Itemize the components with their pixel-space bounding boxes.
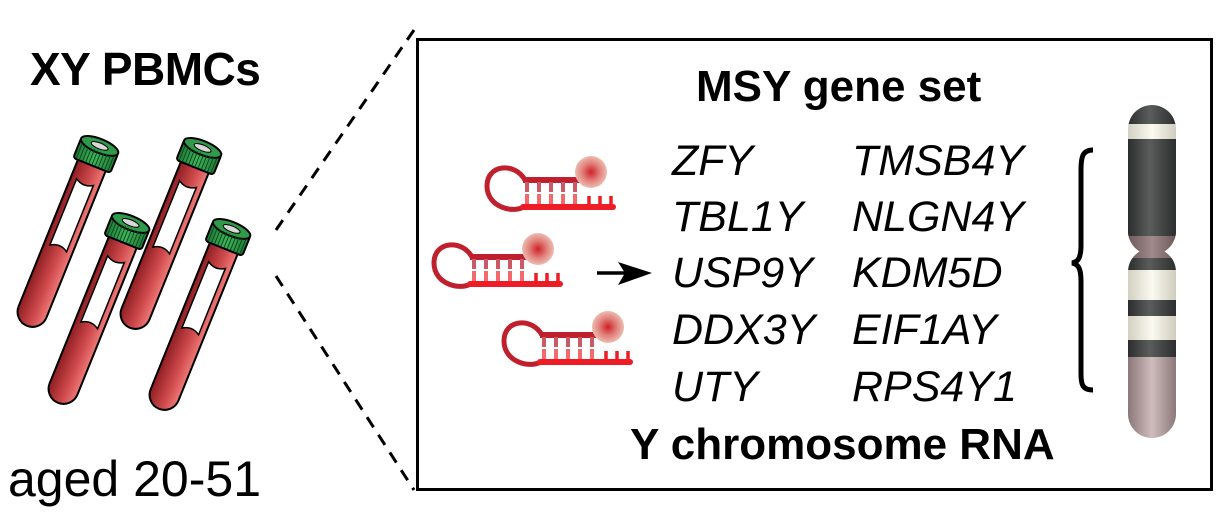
hairpin-probe-icon — [484, 156, 616, 212]
gene-name: EIF1AY — [852, 306, 997, 354]
arrow-right-icon — [597, 262, 652, 285]
gene-name: USP9Y — [672, 249, 814, 297]
gene-name: UTY — [672, 363, 758, 411]
blood-tube-icon — [119, 137, 223, 330]
y-chromosome-icon — [1128, 105, 1176, 438]
age-range-label: aged 20-51 — [8, 451, 262, 507]
gene-name: TMSB4Y — [852, 137, 1025, 185]
sample-title: XY PBMCs — [30, 43, 261, 95]
gene-name: DDX3Y — [672, 306, 816, 354]
gene-set-panel — [416, 38, 1213, 491]
blood-tube-icon — [47, 212, 151, 405]
gene-name: ZFY — [672, 137, 754, 185]
hairpin-probe-icon — [501, 311, 633, 367]
gene-set-footer: Y chromosome RNA — [630, 420, 1055, 469]
hairpin-probe-icon — [431, 233, 563, 289]
gene-name: KDM5D — [852, 249, 1003, 297]
gene-name: RPS4Y1 — [852, 363, 1017, 411]
hairpin-probes — [431, 156, 633, 367]
blood-tubes — [16, 135, 252, 411]
blood-tube-icon — [16, 135, 120, 328]
gene-name: TBL1Y — [672, 193, 804, 241]
gene-set-title: MSY gene set — [696, 62, 982, 111]
gene-name: NLGN4Y — [852, 193, 1025, 241]
zoom-line-top — [274, 29, 416, 231]
zoom-line-bottom — [274, 275, 416, 491]
blood-tube-icon — [148, 218, 252, 411]
curly-brace-icon — [1071, 147, 1094, 393]
